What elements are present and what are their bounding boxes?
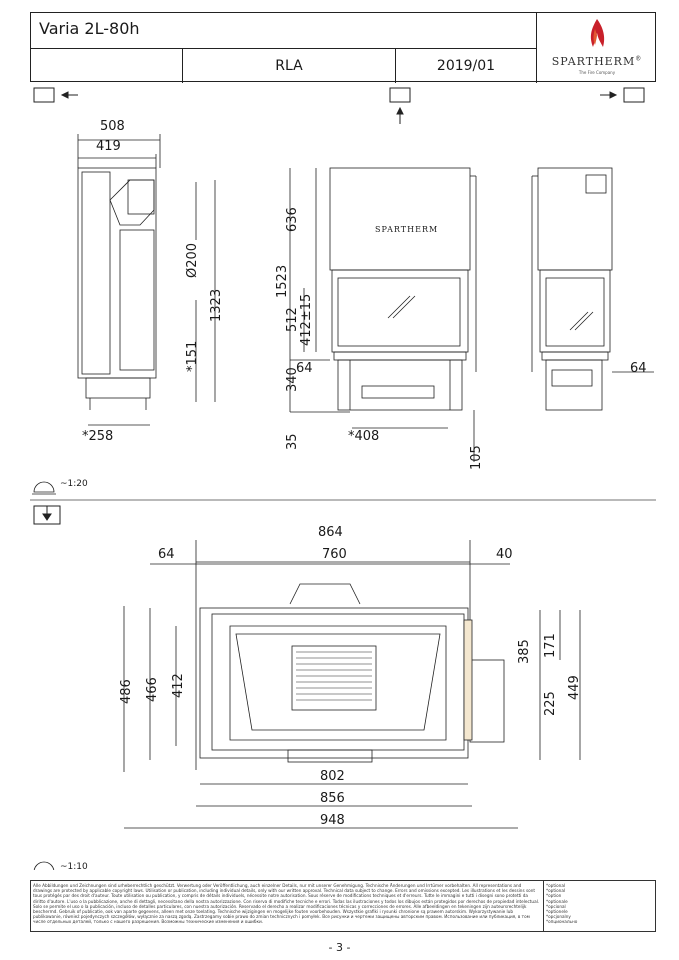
dim-40: 40 <box>496 547 513 562</box>
front-logo-text: SPARTHERM <box>375 225 438 234</box>
dim-760: 760 <box>322 547 347 562</box>
dim-408: *408 <box>348 429 379 444</box>
dim-151: *151 <box>185 341 200 372</box>
dim-171: 171 <box>543 633 558 658</box>
optional-note: *optionale <box>546 898 568 904</box>
optional-note: *opcjonalny <box>546 914 571 920</box>
dim-64-plan: 64 <box>158 547 175 562</box>
optional-note: *optional <box>546 883 566 888</box>
dim-225: 225 <box>543 691 558 716</box>
dim-64-front: 64 <box>296 361 313 376</box>
scale-icon-top <box>32 481 56 495</box>
scale-top: ~1:20 <box>60 479 88 489</box>
optional-note: *опционально <box>546 919 578 925</box>
dim-35: 35 <box>285 433 300 450</box>
disclaimer-box: Alle Abbildungen und Zeichnungen sind ur… <box>30 880 656 932</box>
dim-64-right: 64 <box>630 361 647 376</box>
dim-385: 385 <box>517 639 532 664</box>
scale-plan: ~1:10 <box>60 862 88 872</box>
optional-notes: *optional *optional *option *optionale *… <box>543 881 655 931</box>
elevation-drawings: 508 419 Ø200 1323 *151 *258 SPARTHERM 15… <box>30 87 656 501</box>
optional-note: *option <box>546 893 562 899</box>
dim-802: 802 <box>320 769 345 784</box>
dim-856: 856 <box>320 791 345 806</box>
side-view <box>77 134 216 426</box>
revision-date: 2019/01 <box>396 49 537 83</box>
dim-449: 449 <box>567 675 582 700</box>
disclaimer-text: Alle Abbildungen und Zeichnungen sind ur… <box>33 883 540 925</box>
front-view <box>289 167 477 462</box>
variant-label: RLA <box>183 49 396 83</box>
dim-508: 508 <box>100 119 125 134</box>
model-name: Varia 2L-80h <box>31 13 537 49</box>
page-number: - 3 - <box>328 941 351 954</box>
right-view <box>531 167 654 411</box>
dim-636: 636 <box>285 207 300 232</box>
dim-258: *258 <box>82 429 113 444</box>
optional-note: *optional <box>546 888 566 894</box>
view-front-icon <box>389 87 411 124</box>
dim-512: 512 <box>285 307 300 332</box>
brand-name: SPARTHERM® <box>551 55 643 68</box>
plan-view-icon <box>33 505 61 525</box>
flame-icon <box>590 19 605 47</box>
plan-drawing: 864 64 760 40 486 466 412 385 171 225 44… <box>33 505 582 870</box>
scale-icon-plan <box>33 861 55 870</box>
plan-view <box>123 540 581 829</box>
dim-412-15: 412±15 <box>299 294 314 346</box>
dim-948: 948 <box>320 813 345 828</box>
brand-tagline: The Fire Company <box>578 70 616 75</box>
dim-466: 466 <box>145 677 160 702</box>
dim-864: 864 <box>318 525 343 540</box>
dim-1523: 1523 <box>275 265 290 298</box>
title-block: Varia 2L-80h RLA 2019/01 SPARTHERM® The … <box>30 12 657 83</box>
dim-412-plan: 412 <box>171 673 186 698</box>
view-left-icon <box>33 87 78 103</box>
dim-1323: 1323 <box>209 289 224 322</box>
dim-d200: Ø200 <box>185 243 200 278</box>
brand-logo: SPARTHERM® The Fire Company <box>537 13 657 83</box>
optional-note: *opcional <box>546 903 566 909</box>
dim-105: 105 <box>469 445 484 470</box>
dim-486: 486 <box>119 679 134 704</box>
title-blank-cell <box>31 49 183 83</box>
view-right-icon <box>600 87 645 103</box>
optional-note: *optionele <box>546 909 568 915</box>
dim-340: 340 <box>285 367 300 392</box>
dim-419: 419 <box>96 139 121 154</box>
